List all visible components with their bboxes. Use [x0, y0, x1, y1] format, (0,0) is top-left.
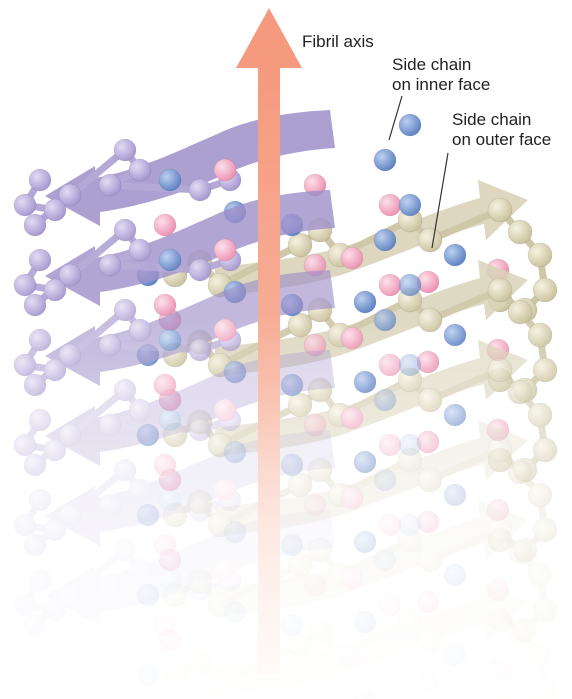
outer-side-chain-leader-line: [431, 152, 449, 249]
inner-side-chain-leader-line: [388, 95, 403, 141]
fibril-axis-label-group: Fibril axis: [302, 32, 374, 51]
fibril-axis-label: Fibril axis: [302, 32, 374, 51]
outer-side-chain-label-line2: on outer face: [452, 130, 551, 149]
inner-side-chain-label-line1: Side chain: [392, 55, 471, 74]
inner-side-chain-annotation: Side chain on inner face: [388, 55, 490, 141]
inner-side-chain-label-line2: on inner face: [392, 75, 490, 94]
outer-side-chain-label-line1: Side chain: [452, 110, 531, 129]
outer-side-chain-annotation: Side chain on outer face: [431, 110, 551, 249]
